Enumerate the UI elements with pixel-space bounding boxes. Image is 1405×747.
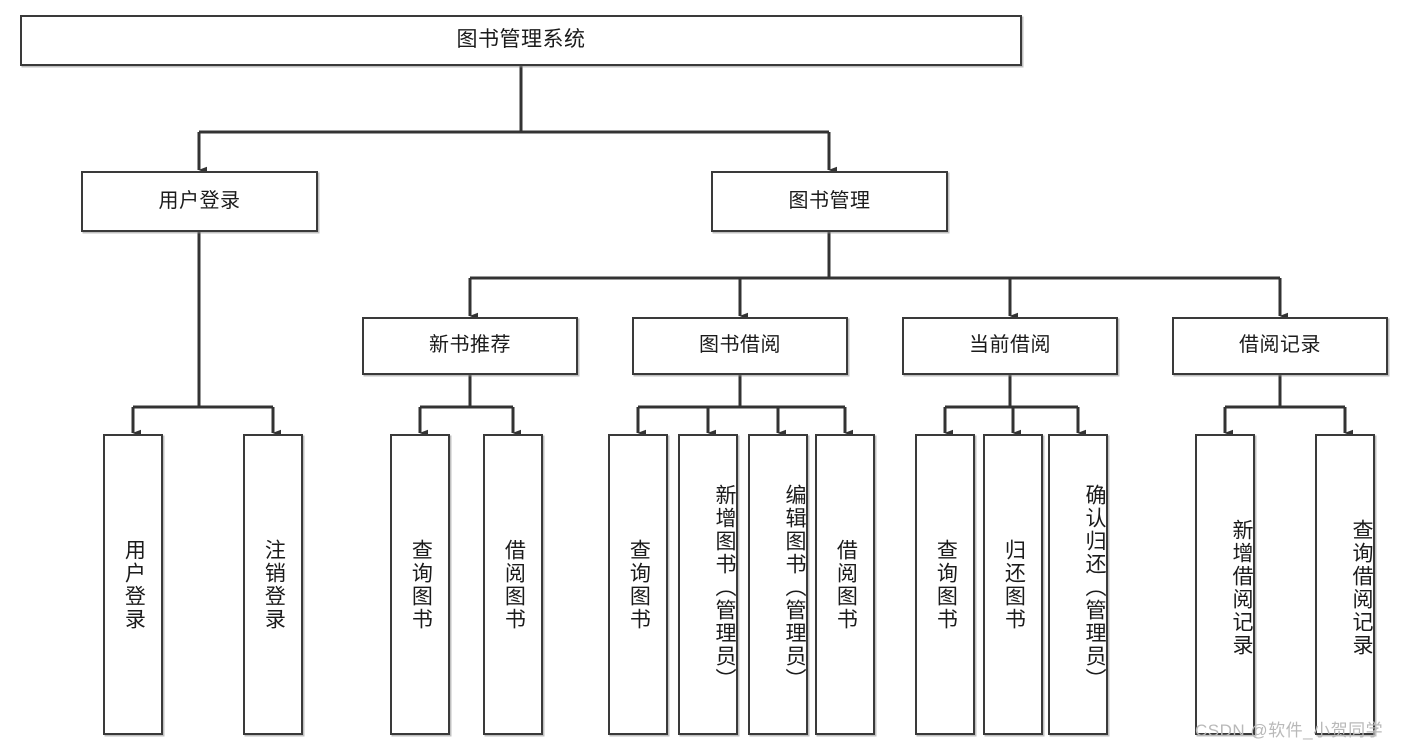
node-label: 图书管理 bbox=[788, 189, 871, 212]
node-label: 查询图书 bbox=[409, 538, 433, 631]
node-label: 归还图书 bbox=[1002, 538, 1026, 631]
node-leaf-新增图书管理员-5[interactable]: 新增图书（管理员） bbox=[678, 434, 738, 735]
node-label: 用户登录 bbox=[158, 189, 241, 212]
node-label: 新增借阅记录 bbox=[1230, 518, 1253, 657]
node-label: 查询图书 bbox=[627, 538, 651, 631]
node-leaf-编辑图书管理员-6[interactable]: 编辑图书（管理员） bbox=[748, 434, 808, 735]
node-label: 注销登录 bbox=[262, 538, 286, 631]
node-leaf-确认归还管理员-10[interactable]: 确认归还（管理员） bbox=[1048, 434, 1108, 735]
node-label: 确认归还（管理员） bbox=[1083, 484, 1106, 691]
node-label: 借阅图书 bbox=[834, 538, 858, 631]
node-leaf-借阅图书-3[interactable]: 借阅图书 bbox=[483, 434, 543, 735]
node-leaf-归还图书-9[interactable]: 归还图书 bbox=[983, 434, 1043, 735]
node-label: 新增图书（管理员） bbox=[713, 484, 736, 691]
node-root-图书管理系统[interactable]: 图书管理系统 bbox=[20, 15, 1022, 66]
node-label: 用户登录 bbox=[122, 538, 146, 631]
node-label: 借阅图书 bbox=[502, 538, 526, 631]
node-level2-图书管理-1[interactable]: 图书管理 bbox=[711, 171, 948, 232]
connector-lines bbox=[131, 66, 1354, 437]
node-leaf-注销登录-1[interactable]: 注销登录 bbox=[243, 434, 303, 735]
node-leaf-查询图书-2[interactable]: 查询图书 bbox=[390, 434, 450, 735]
node-level3-新书推荐-0[interactable]: 新书推荐 bbox=[362, 317, 578, 375]
node-level3-图书借阅-1[interactable]: 图书借阅 bbox=[632, 317, 848, 375]
node-leaf-查询图书-4[interactable]: 查询图书 bbox=[608, 434, 668, 735]
node-leaf-新增借阅记录-11[interactable]: 新增借阅记录 bbox=[1195, 434, 1255, 735]
node-label: 当前借阅 bbox=[969, 334, 1051, 357]
node-level3-当前借阅-2[interactable]: 当前借阅 bbox=[902, 317, 1118, 375]
node-label: 借阅记录 bbox=[1239, 334, 1321, 357]
node-label: 编辑图书（管理员） bbox=[783, 484, 806, 691]
node-label: 新书推荐 bbox=[429, 334, 511, 357]
node-label: 查询图书 bbox=[934, 538, 958, 631]
node-leaf-查询图书-8[interactable]: 查询图书 bbox=[915, 434, 975, 735]
node-label: 图书管理系统 bbox=[456, 28, 586, 52]
node-level2-用户登录-0[interactable]: 用户登录 bbox=[81, 171, 318, 232]
node-label: 查询借阅记录 bbox=[1350, 518, 1373, 657]
node-label: 图书借阅 bbox=[699, 334, 781, 357]
node-leaf-借阅图书-7[interactable]: 借阅图书 bbox=[815, 434, 875, 735]
node-leaf-查询借阅记录-12[interactable]: 查询借阅记录 bbox=[1315, 434, 1375, 735]
node-leaf-用户登录-0[interactable]: 用户登录 bbox=[103, 434, 163, 735]
node-level3-借阅记录-3[interactable]: 借阅记录 bbox=[1172, 317, 1388, 375]
